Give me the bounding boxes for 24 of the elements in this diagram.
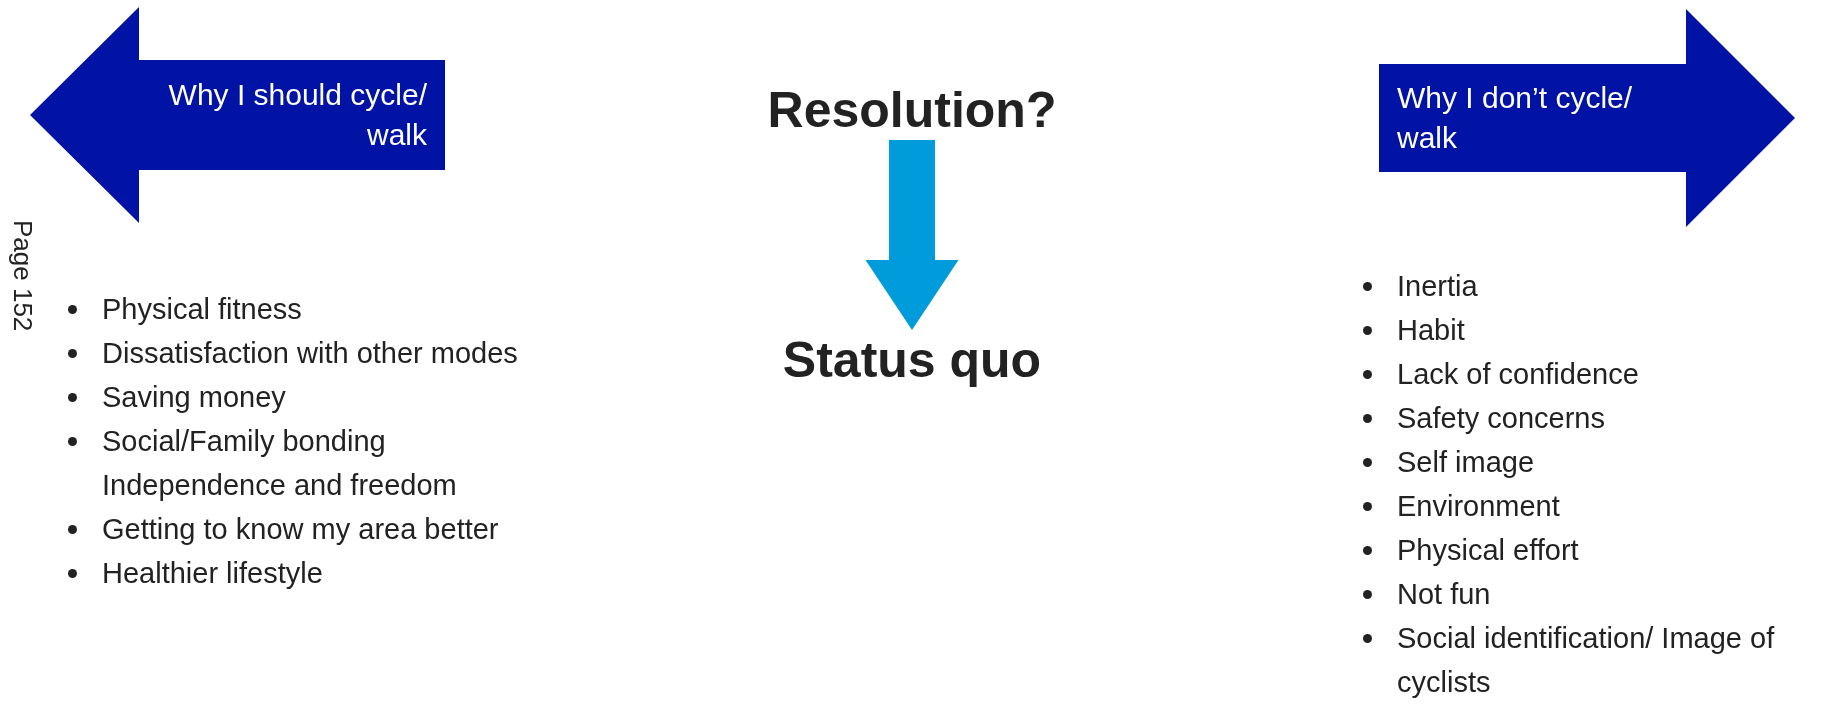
- heading-text: Status quo: [662, 330, 1162, 390]
- bullet-item: Saving money: [60, 375, 590, 419]
- list-text: Independence and freedom: [101, 468, 458, 503]
- arrow-label: Why I don’t cycle/ walk: [1397, 80, 1634, 156]
- bullet-item: Lack of confidence: [1355, 352, 1807, 396]
- bullet-item: Healthier lifestyle: [60, 551, 590, 595]
- bullet-item: Dissatisfaction with other modes: [60, 331, 590, 375]
- bullet-item: Social identification/ Image of cyclists: [1355, 616, 1807, 704]
- bullet-item: Not fun: [1355, 572, 1807, 616]
- bullet-item: Safety concerns: [1355, 396, 1807, 440]
- arrow-label: Why I should cycle/ walk: [167, 77, 427, 153]
- bullet-item: Social/Family bonding: [60, 419, 590, 463]
- bullet-item: Inertia: [1355, 264, 1807, 308]
- bullet-item: Environment: [1355, 484, 1807, 528]
- block-arrow: [30, 7, 445, 223]
- heading-text: Resolution?: [662, 80, 1162, 140]
- block-arrow: [1379, 9, 1795, 227]
- page-number: Page 152: [8, 220, 38, 332]
- bullet-item: Habit: [1355, 308, 1807, 352]
- bullet-item: Physical effort: [1355, 528, 1807, 572]
- bullet-item: Getting to know my area better: [60, 507, 590, 551]
- bullet-item: Self image: [1355, 440, 1807, 484]
- down-arrow: [865, 140, 959, 330]
- bullet-item: Physical fitness: [60, 287, 590, 331]
